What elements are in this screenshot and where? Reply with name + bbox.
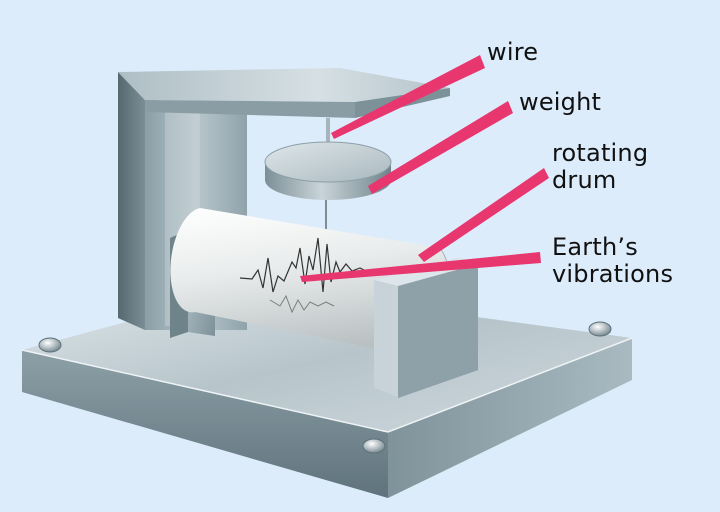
- bolt-icon: [362, 438, 386, 454]
- pointer-weight: [368, 101, 513, 194]
- pointer-drum: [418, 168, 549, 262]
- label-vibrations-line1: Earth’s: [552, 233, 638, 261]
- pointer-lines: [300, 55, 549, 282]
- right-bearing-block: [374, 258, 478, 398]
- overhead-arm: [118, 68, 450, 118]
- bolt-icons: [38, 321, 612, 454]
- bolt-icon: [588, 321, 612, 337]
- bolt-icon: [38, 337, 62, 353]
- label-vibrations-line2: vibrations: [552, 260, 674, 288]
- label-weight: weight: [519, 88, 602, 116]
- label-drum-line1: rotating: [552, 139, 649, 167]
- label-wire: wire: [487, 38, 539, 66]
- pointer-vibrations: [300, 252, 541, 282]
- pointer-wire: [331, 55, 485, 139]
- weight: [264, 141, 392, 200]
- label-drum-line2: drum: [552, 166, 617, 194]
